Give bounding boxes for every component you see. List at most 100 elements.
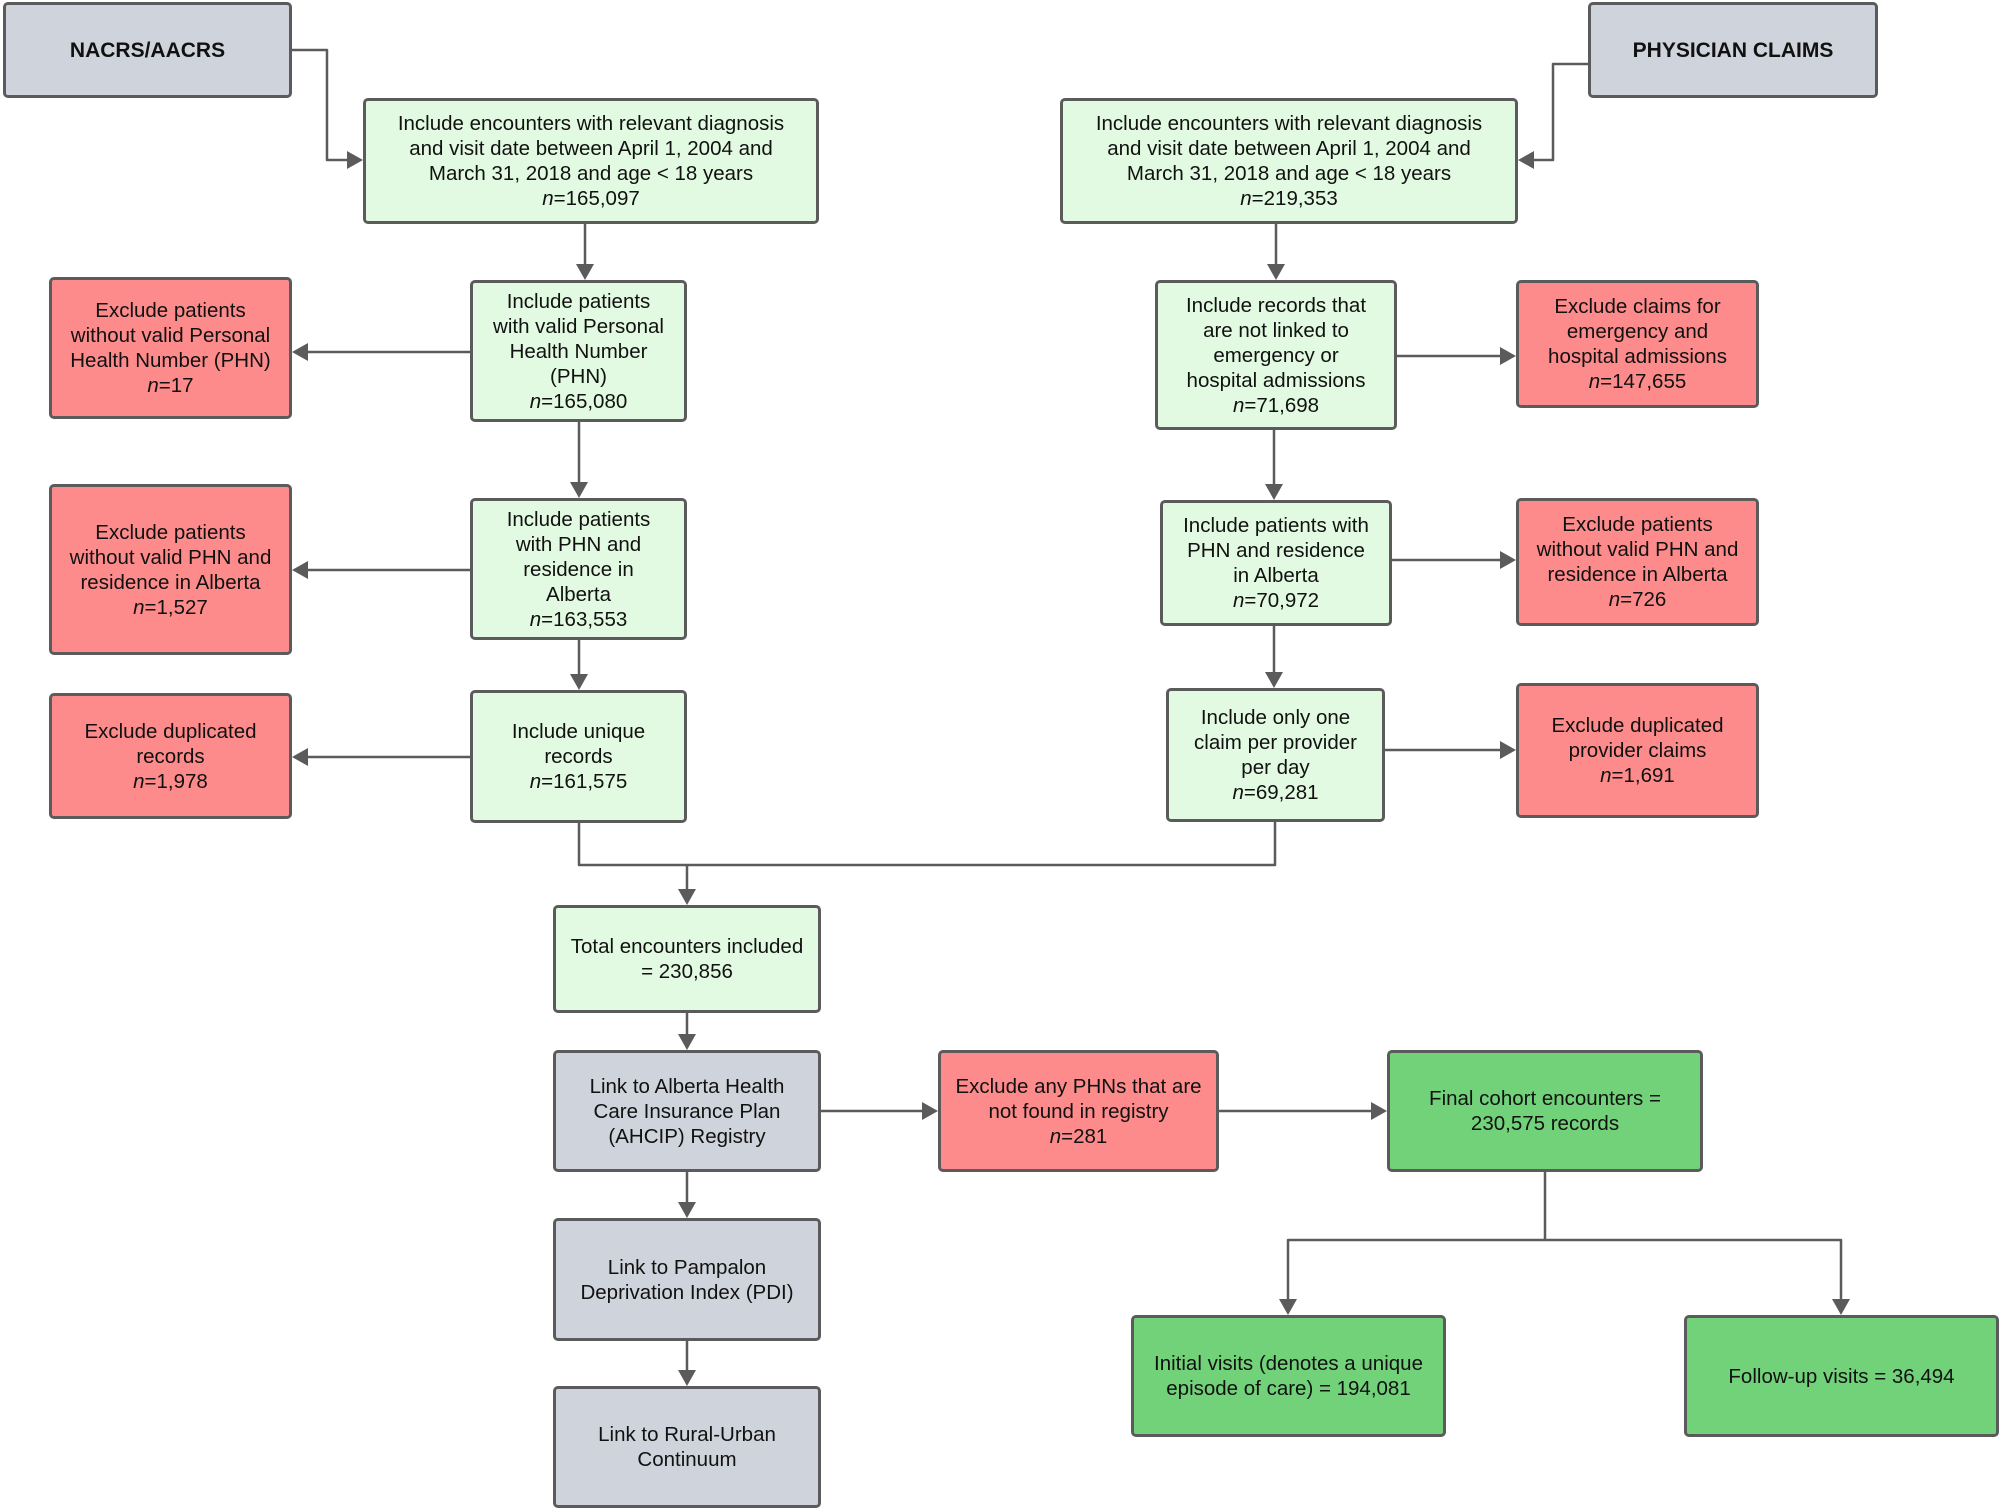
box-text-line: not found in registry	[988, 1099, 1169, 1123]
count-separator: =	[541, 607, 554, 631]
count-prefix: n	[133, 595, 145, 619]
box-text-line: Continuum	[637, 1448, 737, 1471]
count-prefix: n	[1588, 370, 1601, 393]
left-exclude-phn-connector-arrowhead	[292, 343, 308, 361]
count-value: 1,691	[1623, 764, 1675, 787]
count-value: 163,553	[553, 607, 628, 631]
count-label: n=161,575	[530, 769, 628, 794]
box-text-line: and visit date between April 1, 2004 and	[1107, 137, 1471, 160]
count-prefix: n	[1232, 393, 1245, 417]
right-exclude-duplicates-connector-arrowhead	[1500, 741, 1516, 759]
nacrs-to-include-connector-arrowhead	[347, 151, 363, 169]
split-to-followup-connector-line	[1545, 1238, 1843, 1301]
nacrs-to-include-connector-line	[292, 48, 349, 162]
box-text-line: 230,575 records	[1470, 1112, 1620, 1135]
claims-to-include-connector-arrowhead	[1518, 151, 1534, 169]
box-text-line: Include encounters with relevant diagnos…	[397, 112, 785, 135]
box-text-line: without valid Personal	[70, 324, 271, 347]
count-separator: =	[1620, 588, 1633, 611]
pdi-to-rural-connector-arrowhead	[678, 1370, 696, 1386]
claims-to-include-connector-line	[1532, 62, 1588, 162]
left-exclude-residence-connector-arrowhead	[292, 561, 308, 579]
box-text-line: episode of care) = 194,081	[1166, 1377, 1411, 1400]
box-text-line: Link to Rural-Urban	[598, 1423, 776, 1446]
count-separator: =	[1243, 781, 1256, 804]
box-text-line: without valid PHN and	[69, 545, 272, 569]
box-text-line: Include patients	[506, 289, 651, 313]
box-text-line: in Alberta	[1233, 564, 1319, 587]
box-text-line: and visit date between April 1, 2004 and	[409, 137, 773, 160]
count-separator: =	[1244, 393, 1257, 417]
box-text-line: Link to Alberta Health	[589, 1074, 785, 1098]
box-text-line: hospital admissions	[1186, 368, 1366, 392]
right-notlinked-to-residence-connector-arrowhead	[1265, 484, 1283, 500]
right-include-encounters-box: Include encounters with relevant diagnos…	[1060, 98, 1518, 224]
split-to-initial-connector-line	[1286, 1238, 1545, 1301]
final-cohort-box: Final cohort encounters =230,575 records	[1387, 1050, 1703, 1172]
count-separator: =	[541, 770, 554, 793]
box-text-line: hospital admissions	[1548, 345, 1727, 368]
count-value: 165,097	[565, 187, 640, 210]
left-encounters-to-phn-connector-arrowhead	[576, 264, 594, 280]
count-value: 70,972	[1256, 589, 1320, 612]
count-value: 281	[1073, 1124, 1108, 1148]
nacrs-aacrs-title: NACRS/AACRS	[69, 38, 226, 62]
box-text-line: residence in Alberta	[80, 570, 261, 594]
count-prefix: n	[147, 374, 159, 397]
count-prefix: n	[1049, 1124, 1062, 1148]
count-label: n=163,553	[530, 607, 628, 632]
count-label: n=165,097	[542, 186, 640, 211]
count-prefix: n	[1240, 187, 1252, 210]
count-label: n=165,080	[530, 389, 628, 414]
box-text-line: Total encounters included	[570, 935, 804, 958]
count-label: n=1,527	[133, 595, 208, 620]
box-text-line: Include patients with	[1183, 514, 1369, 537]
count-label: n=1,978	[133, 769, 208, 794]
count-value: 161,575	[553, 770, 628, 793]
physician-claims-title: PHYSICIAN CLAIMS	[1632, 38, 1834, 62]
box-text-line: Link to Pampalon	[607, 1255, 767, 1279]
box-text-line: Exclude duplicated	[84, 719, 257, 743]
count-separator: =	[1611, 764, 1624, 787]
box-text-line: residence in	[523, 557, 634, 581]
box-text-line: Health Number (PHN)	[70, 349, 271, 372]
box-text-line: (PHN)	[550, 364, 607, 388]
box-text-line: March 31, 2018 and age < 18 years	[428, 162, 754, 185]
box-text-line: with PHN and	[515, 532, 642, 556]
physician-claims-source-box: PHYSICIAN CLAIMS	[1588, 2, 1878, 98]
box-text-line: Include only one	[1200, 706, 1351, 729]
right-exclude-residence-connector-arrowhead	[1500, 551, 1516, 569]
box-text-line: Health Number	[509, 339, 648, 363]
box-text-line: Exclude any PHNs that are	[955, 1074, 1202, 1098]
count-label: n=147,655	[1589, 369, 1687, 394]
box-text-line: Final cohort encounters =	[1429, 1087, 1661, 1110]
exclude-registry-to-final-connector-arrowhead	[1371, 1102, 1387, 1120]
ahcip-to-pdi-connector-arrowhead	[678, 1202, 696, 1218]
split-to-followup-connector-arrowhead	[1832, 1299, 1850, 1315]
left-include-encounters-box: Include encounters with relevant diagnos…	[363, 98, 819, 224]
followup-visits-box: Follow-up visits = 36,494	[1684, 1315, 1999, 1437]
count-value: 1,527	[156, 595, 208, 619]
right-residence-to-oneclaim-connector-arrowhead	[1265, 672, 1283, 688]
count-prefix: n	[529, 607, 542, 631]
count-value: 726	[1632, 588, 1667, 611]
right-exclude-admissions-connector-arrowhead	[1500, 347, 1516, 365]
count-label: n=17	[147, 373, 193, 398]
count-separator: =	[158, 374, 171, 397]
count-prefix: n	[542, 187, 554, 210]
count-separator: =	[1244, 589, 1257, 612]
count-label: n=1,691	[1600, 763, 1675, 788]
box-text-line: Deprivation Index (PDI)	[580, 1280, 794, 1304]
count-value: 165,080	[553, 389, 628, 413]
